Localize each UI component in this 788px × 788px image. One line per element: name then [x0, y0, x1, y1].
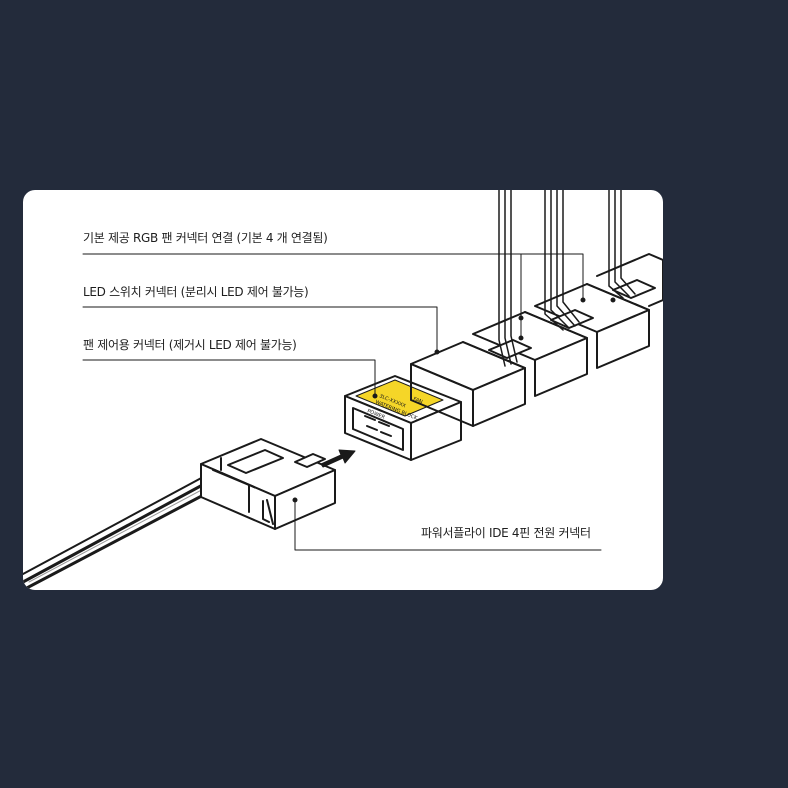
callout-rgb-connector: 기본 제공 RGB 팬 커넥터 연결 (기본 4 개 연결됨) — [83, 231, 328, 245]
callout-ide-power: 파워서플라이 IDE 4핀 전원 커넥터 — [421, 526, 591, 540]
diagram-card: 3LC-XXXXX WATERING BLOCK FAN POWER — [23, 190, 663, 590]
ide-power-connector — [200, 438, 336, 530]
insert-arrow-icon — [320, 449, 356, 468]
sticker-fan: FAN — [412, 396, 423, 405]
rgb-sockets — [488, 279, 656, 359]
callout-fan-control: 팬 제어용 커넥터 (제거시 LED 제어 불가능) — [83, 338, 297, 352]
connector-illustration: 3LC-XXXXX WATERING BLOCK FAN POWER — [23, 190, 663, 590]
callout-lines — [82, 253, 616, 551]
rgb-fan-cables — [498, 190, 636, 367]
ide-cable — [23, 475, 215, 590]
callout-led-switch: LED 스위치 커넥터 (분리시 LED 제어 불가능) — [83, 285, 309, 299]
